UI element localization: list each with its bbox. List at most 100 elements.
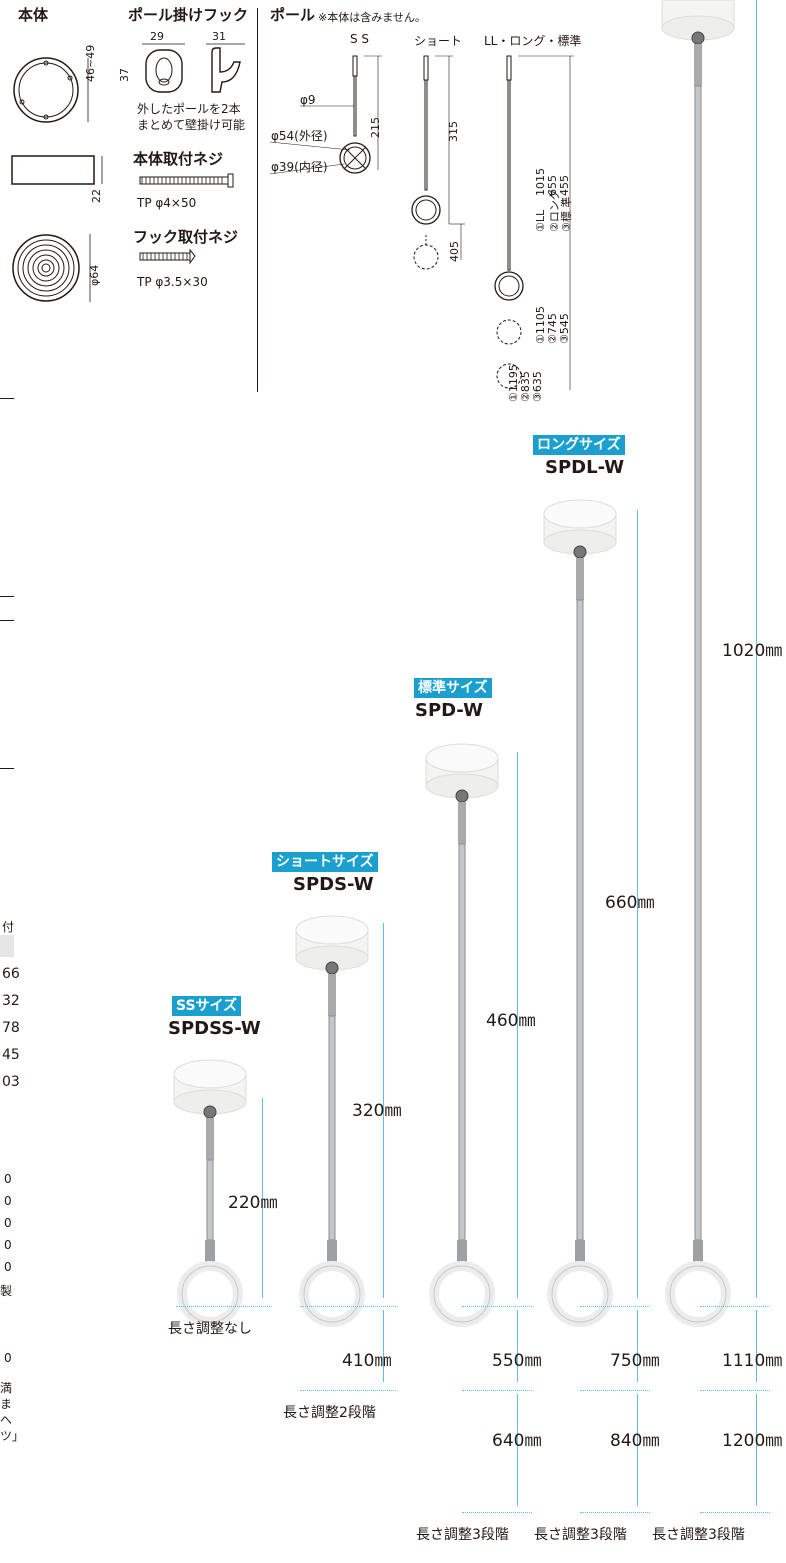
pole-std-val-3: 455 bbox=[558, 175, 571, 196]
product-std-dim-line bbox=[517, 752, 518, 1298]
product-short-step-1: 410㎜ bbox=[342, 1351, 392, 1371]
hook-screw-icon bbox=[139, 248, 196, 265]
pole-short-diagram bbox=[411, 55, 465, 270]
edge-fragment: 0 bbox=[4, 1216, 12, 1230]
screw-title: 本体取付ネジ bbox=[133, 150, 224, 168]
body-dim-bottom: φ64 bbox=[88, 264, 101, 286]
section-divider bbox=[257, 8, 258, 392]
product-ll-step-1: 1110㎜ bbox=[722, 1351, 783, 1371]
product-long-image bbox=[543, 499, 617, 1327]
product-std-step-ground-1 bbox=[462, 1390, 532, 1391]
pole-outer: φ54(外径) bbox=[271, 129, 328, 143]
product-std-step-ground-2 bbox=[462, 1512, 532, 1513]
pole-low-val-3: ③635 bbox=[531, 371, 544, 402]
body-title: 本体 bbox=[18, 6, 49, 24]
product-long-ground-line bbox=[580, 1306, 650, 1307]
edge-fragment: 03 bbox=[2, 1074, 20, 1090]
product-ll-step-line-1 bbox=[756, 1310, 757, 1382]
edge-fragment: 0 bbox=[4, 1238, 12, 1252]
pole-phi9: φ9 bbox=[300, 93, 316, 107]
product-long-step-line-1 bbox=[637, 1310, 638, 1382]
product-ss-dim-line bbox=[262, 1098, 263, 1298]
pole-short-dim2: 405 bbox=[448, 241, 461, 262]
product-ll-image bbox=[661, 0, 735, 1327]
edge-rule bbox=[0, 768, 14, 769]
edge-fragment: 0 bbox=[4, 1351, 12, 1365]
product-short-ground-line bbox=[300, 1306, 396, 1307]
product-long-model: SPDL-W bbox=[545, 457, 625, 478]
pole-ss-dim: 215 bbox=[369, 117, 382, 138]
edge-fragment: ツ」 bbox=[0, 1429, 25, 1443]
product-short-model: SPDS-W bbox=[293, 874, 374, 895]
pole-std-list-3: ③標 準 bbox=[560, 196, 573, 232]
edge-fragment: 66 bbox=[2, 966, 20, 982]
edge-rule bbox=[0, 620, 14, 621]
edge-fragment: 0 bbox=[4, 1172, 12, 1186]
body-dim-top: 46~49 bbox=[84, 44, 97, 82]
edge-fragment: 0 bbox=[4, 1194, 12, 1208]
product-ll-step-line-2 bbox=[756, 1394, 757, 1506]
product-long-step-line-2 bbox=[637, 1394, 638, 1506]
screw-spec: TP φ4×50 bbox=[137, 196, 197, 210]
product-ss-length: 220㎜ bbox=[228, 1193, 278, 1213]
product-ss-badge: SSサイズ bbox=[172, 996, 242, 1016]
body-dim-side: 22 bbox=[90, 189, 103, 203]
product-std-model: SPD-W bbox=[415, 700, 483, 721]
product-long-step-ground-1 bbox=[580, 1390, 650, 1391]
edge-fragment: 満 bbox=[0, 1381, 13, 1395]
product-ll-adjust: 長さ調整3段階 bbox=[652, 1527, 745, 1543]
product-short-image bbox=[295, 915, 369, 1327]
product-long-step-1: 750㎜ bbox=[610, 1351, 660, 1371]
pole-title: ポール bbox=[270, 6, 316, 24]
edge-fragment: 32 bbox=[2, 993, 20, 1009]
pole-inner: φ39(内径) bbox=[271, 160, 328, 174]
hook-dim-w1: 29 bbox=[150, 30, 164, 43]
product-std-step-2: 640㎜ bbox=[492, 1431, 542, 1451]
product-long-adjust: 長さ調整3段階 bbox=[534, 1527, 627, 1543]
product-std-step-1: 550㎜ bbox=[492, 1351, 542, 1371]
product-std-ground-line bbox=[462, 1306, 532, 1307]
product-short-badge: ショートサイズ bbox=[272, 852, 378, 872]
hook-note-2: まとめて壁掛け可能 bbox=[137, 118, 246, 132]
product-std-step-line-1 bbox=[517, 1310, 518, 1382]
product-ll-ground-line bbox=[700, 1306, 770, 1307]
hook-screw-spec: TP φ3.5×30 bbox=[137, 275, 208, 289]
product-ll-dim-line bbox=[756, 0, 757, 1298]
edge-rule bbox=[0, 398, 14, 399]
pole-std-diagram bbox=[494, 55, 574, 390]
product-std-badge: 標準サイズ bbox=[414, 678, 492, 698]
pole-ss-diagram bbox=[269, 55, 382, 175]
edge-fragment: ま bbox=[0, 1397, 13, 1411]
product-long-step-ground-2 bbox=[580, 1512, 650, 1513]
hook-note-1: 外したポールを2本 bbox=[137, 102, 241, 116]
product-std-step-line-2 bbox=[517, 1394, 518, 1506]
product-long-length: 660㎜ bbox=[605, 893, 655, 913]
hook-dim-w2: 31 bbox=[212, 30, 226, 43]
hook-screw-title: フック取付ネジ bbox=[133, 228, 239, 246]
pole-mid-val-3: ③545 bbox=[558, 313, 571, 344]
body-top-diagram bbox=[13, 57, 89, 123]
product-ll-step-ground-1 bbox=[700, 1390, 770, 1391]
pole-col-short: ショート bbox=[414, 34, 463, 48]
product-short-step-ground bbox=[300, 1390, 396, 1391]
product-ss-model: SPDSS-W bbox=[168, 1018, 261, 1039]
edge-rule bbox=[0, 596, 14, 597]
pole-short-dim: 315 bbox=[447, 121, 460, 142]
edge-fragment: 0 bbox=[4, 1260, 12, 1274]
hook-diagram bbox=[142, 43, 245, 93]
product-std-adjust: 長さ調整3段階 bbox=[416, 1527, 509, 1543]
edge-fragment: 78 bbox=[2, 1020, 20, 1036]
hook-title: ポール掛けフック bbox=[128, 6, 249, 24]
pole-col-std: LL・ロング・標準 bbox=[484, 34, 582, 48]
product-ll-step-2: 1200㎜ bbox=[722, 1431, 783, 1451]
edge-fragment: 製 bbox=[0, 1284, 13, 1298]
product-short-step-line bbox=[383, 1310, 384, 1382]
product-long-badge: ロングサイズ bbox=[533, 435, 625, 455]
pole-note: ※本体は含みません。 bbox=[318, 11, 426, 24]
product-short-adjust: 長さ調整2段階 bbox=[283, 1405, 376, 1421]
product-short-dim-line bbox=[383, 923, 384, 1298]
product-ss-adjust: 長さ調整なし bbox=[168, 1321, 252, 1337]
product-std-image bbox=[425, 743, 499, 1327]
edge-fragment: 45 bbox=[2, 1047, 20, 1063]
body-bottom-diagram bbox=[12, 234, 91, 302]
